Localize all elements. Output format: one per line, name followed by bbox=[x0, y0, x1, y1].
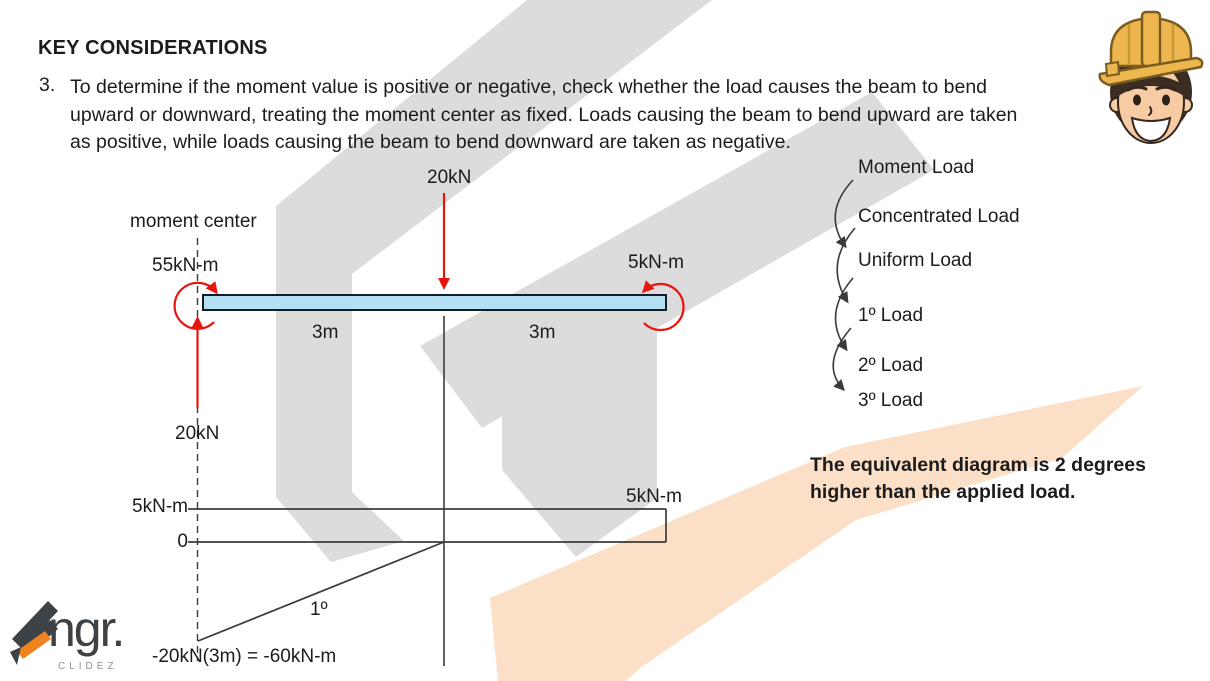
degree-arrow-1 bbox=[834, 179, 854, 249]
logo-subtext: CLIDEZ bbox=[58, 661, 118, 672]
right-moment-arrow bbox=[641, 280, 685, 332]
md-right-value-label: 5kN-m bbox=[626, 486, 682, 507]
body-text: To determine if the moment value is posi… bbox=[70, 74, 1017, 157]
logo-glyph-icon bbox=[10, 601, 58, 665]
body-text-line-3: as positive, while loads causing the bea… bbox=[70, 131, 791, 153]
watermark-top-stroke bbox=[276, 0, 712, 274]
avatar-eye-left bbox=[1133, 94, 1141, 106]
span-left-label: 3m bbox=[312, 322, 339, 343]
logo-glyph-top-stroke bbox=[12, 601, 58, 649]
beam bbox=[202, 294, 667, 311]
watermark-mid-band bbox=[420, 92, 934, 428]
load-type-uniform: Uniform Load bbox=[858, 250, 973, 271]
span-right-label: 3m bbox=[529, 322, 556, 343]
body-text-line-2: upward or downward, treating the moment … bbox=[70, 103, 1018, 126]
left-moment-arrow bbox=[173, 281, 218, 330]
list-item-number: 3. bbox=[39, 74, 56, 96]
watermark-orange-slash bbox=[490, 386, 1143, 681]
page-title: KEY CONSIDERATIONS bbox=[38, 37, 268, 59]
first-degree-line bbox=[197, 541, 445, 642]
left-moment-label: 55kN-m bbox=[152, 255, 219, 276]
avatar-hardhat-brim bbox=[1098, 56, 1204, 87]
avatar-hardhat-tab bbox=[1104, 60, 1121, 78]
body-text-line-1: To determine if the moment value is posi… bbox=[70, 76, 988, 98]
md-left-value-label: 5kN-m bbox=[132, 496, 188, 517]
reaction-load-label: 20kN bbox=[175, 423, 220, 444]
note-text: The equivalent diagram is 2 degrees high… bbox=[810, 452, 1146, 506]
moment-center-label: moment center bbox=[130, 211, 257, 232]
md-equation-label: -20kN(3m) = -60kN-m bbox=[152, 646, 337, 667]
right-moment-label: 5kN-m bbox=[628, 252, 684, 273]
note-line-1: The equivalent diagram is 2 degrees bbox=[810, 454, 1146, 476]
logo-glyph-orange-slash bbox=[17, 631, 51, 659]
logo-glyph-tail bbox=[10, 647, 21, 665]
load-type-first-degree: 1º Load bbox=[858, 305, 924, 326]
md-degree-label: 1º bbox=[310, 599, 328, 620]
avatar-eyebrow-right bbox=[1155, 85, 1177, 92]
degree-arrow-4 bbox=[832, 327, 852, 392]
degree-arrow-3 bbox=[834, 277, 854, 352]
avatar-hardhat-ridge bbox=[1140, 10, 1162, 68]
load-type-third-degree: 3º Load bbox=[858, 390, 924, 411]
load-type-concentrated: Concentrated Load bbox=[858, 206, 1020, 227]
logo-wordmark: ngr. bbox=[48, 601, 125, 657]
load-type-moment: Moment Load bbox=[858, 157, 975, 178]
avatar-eye-right bbox=[1162, 94, 1170, 106]
avatar-nose bbox=[1148, 106, 1153, 116]
applied-load-label: 20kN bbox=[427, 167, 472, 188]
degree-arrows bbox=[832, 179, 856, 392]
load-type-second-degree: 2º Load bbox=[858, 355, 924, 376]
md-zero-label: 0 bbox=[177, 531, 188, 552]
avatar-smile bbox=[1130, 116, 1172, 143]
avatar-eyebrow-left bbox=[1126, 85, 1148, 92]
note-line-2: higher than the applied load. bbox=[810, 481, 1076, 503]
background-watermark bbox=[276, 0, 1143, 681]
watermark-mid-tail bbox=[502, 326, 657, 557]
worker-avatar bbox=[1098, 10, 1204, 144]
